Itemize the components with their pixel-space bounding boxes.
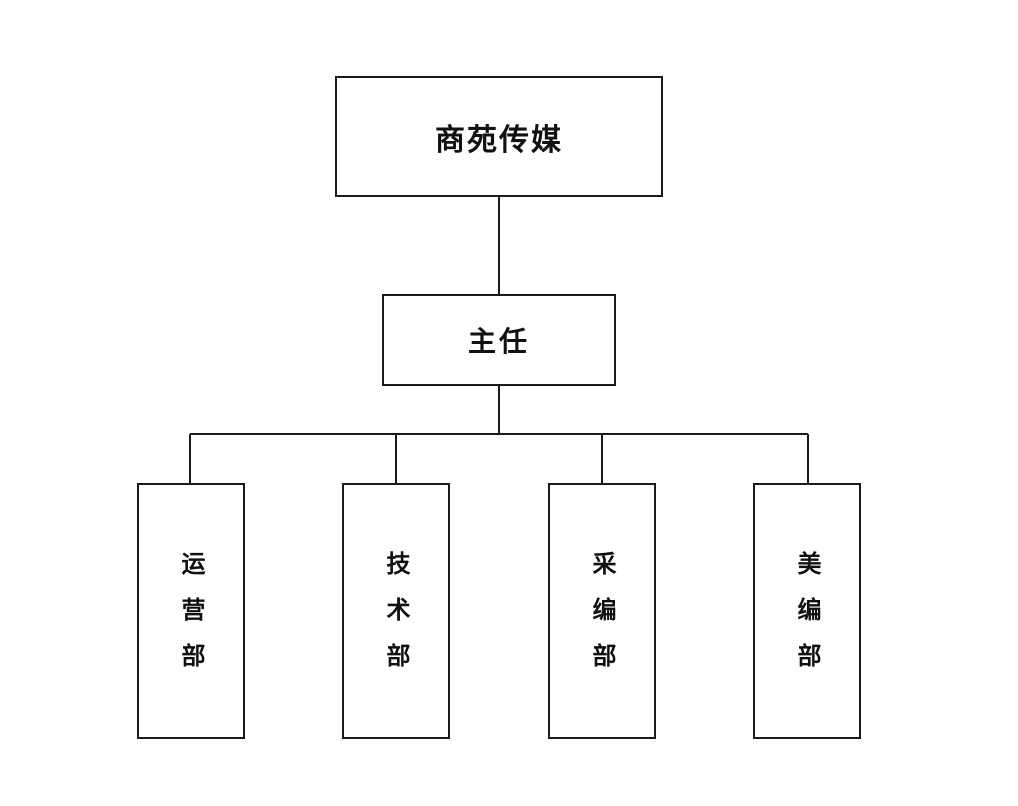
department-label: 采编部 xyxy=(588,551,617,689)
root-node-label: 商苑传媒 xyxy=(435,122,563,158)
department-node-editorial: 采编部 xyxy=(548,483,656,739)
department-node-operations: 运营部 xyxy=(137,483,245,739)
manager-node: 主任 xyxy=(382,294,616,386)
department-node-technology: 技术部 xyxy=(342,483,450,739)
manager-node-label: 主任 xyxy=(467,325,530,358)
root-node: 商苑传媒 xyxy=(335,76,663,197)
department-label: 美编部 xyxy=(793,551,822,689)
department-node-design: 美编部 xyxy=(753,483,861,739)
department-label: 技术部 xyxy=(382,551,411,689)
department-label: 运营部 xyxy=(177,551,206,689)
